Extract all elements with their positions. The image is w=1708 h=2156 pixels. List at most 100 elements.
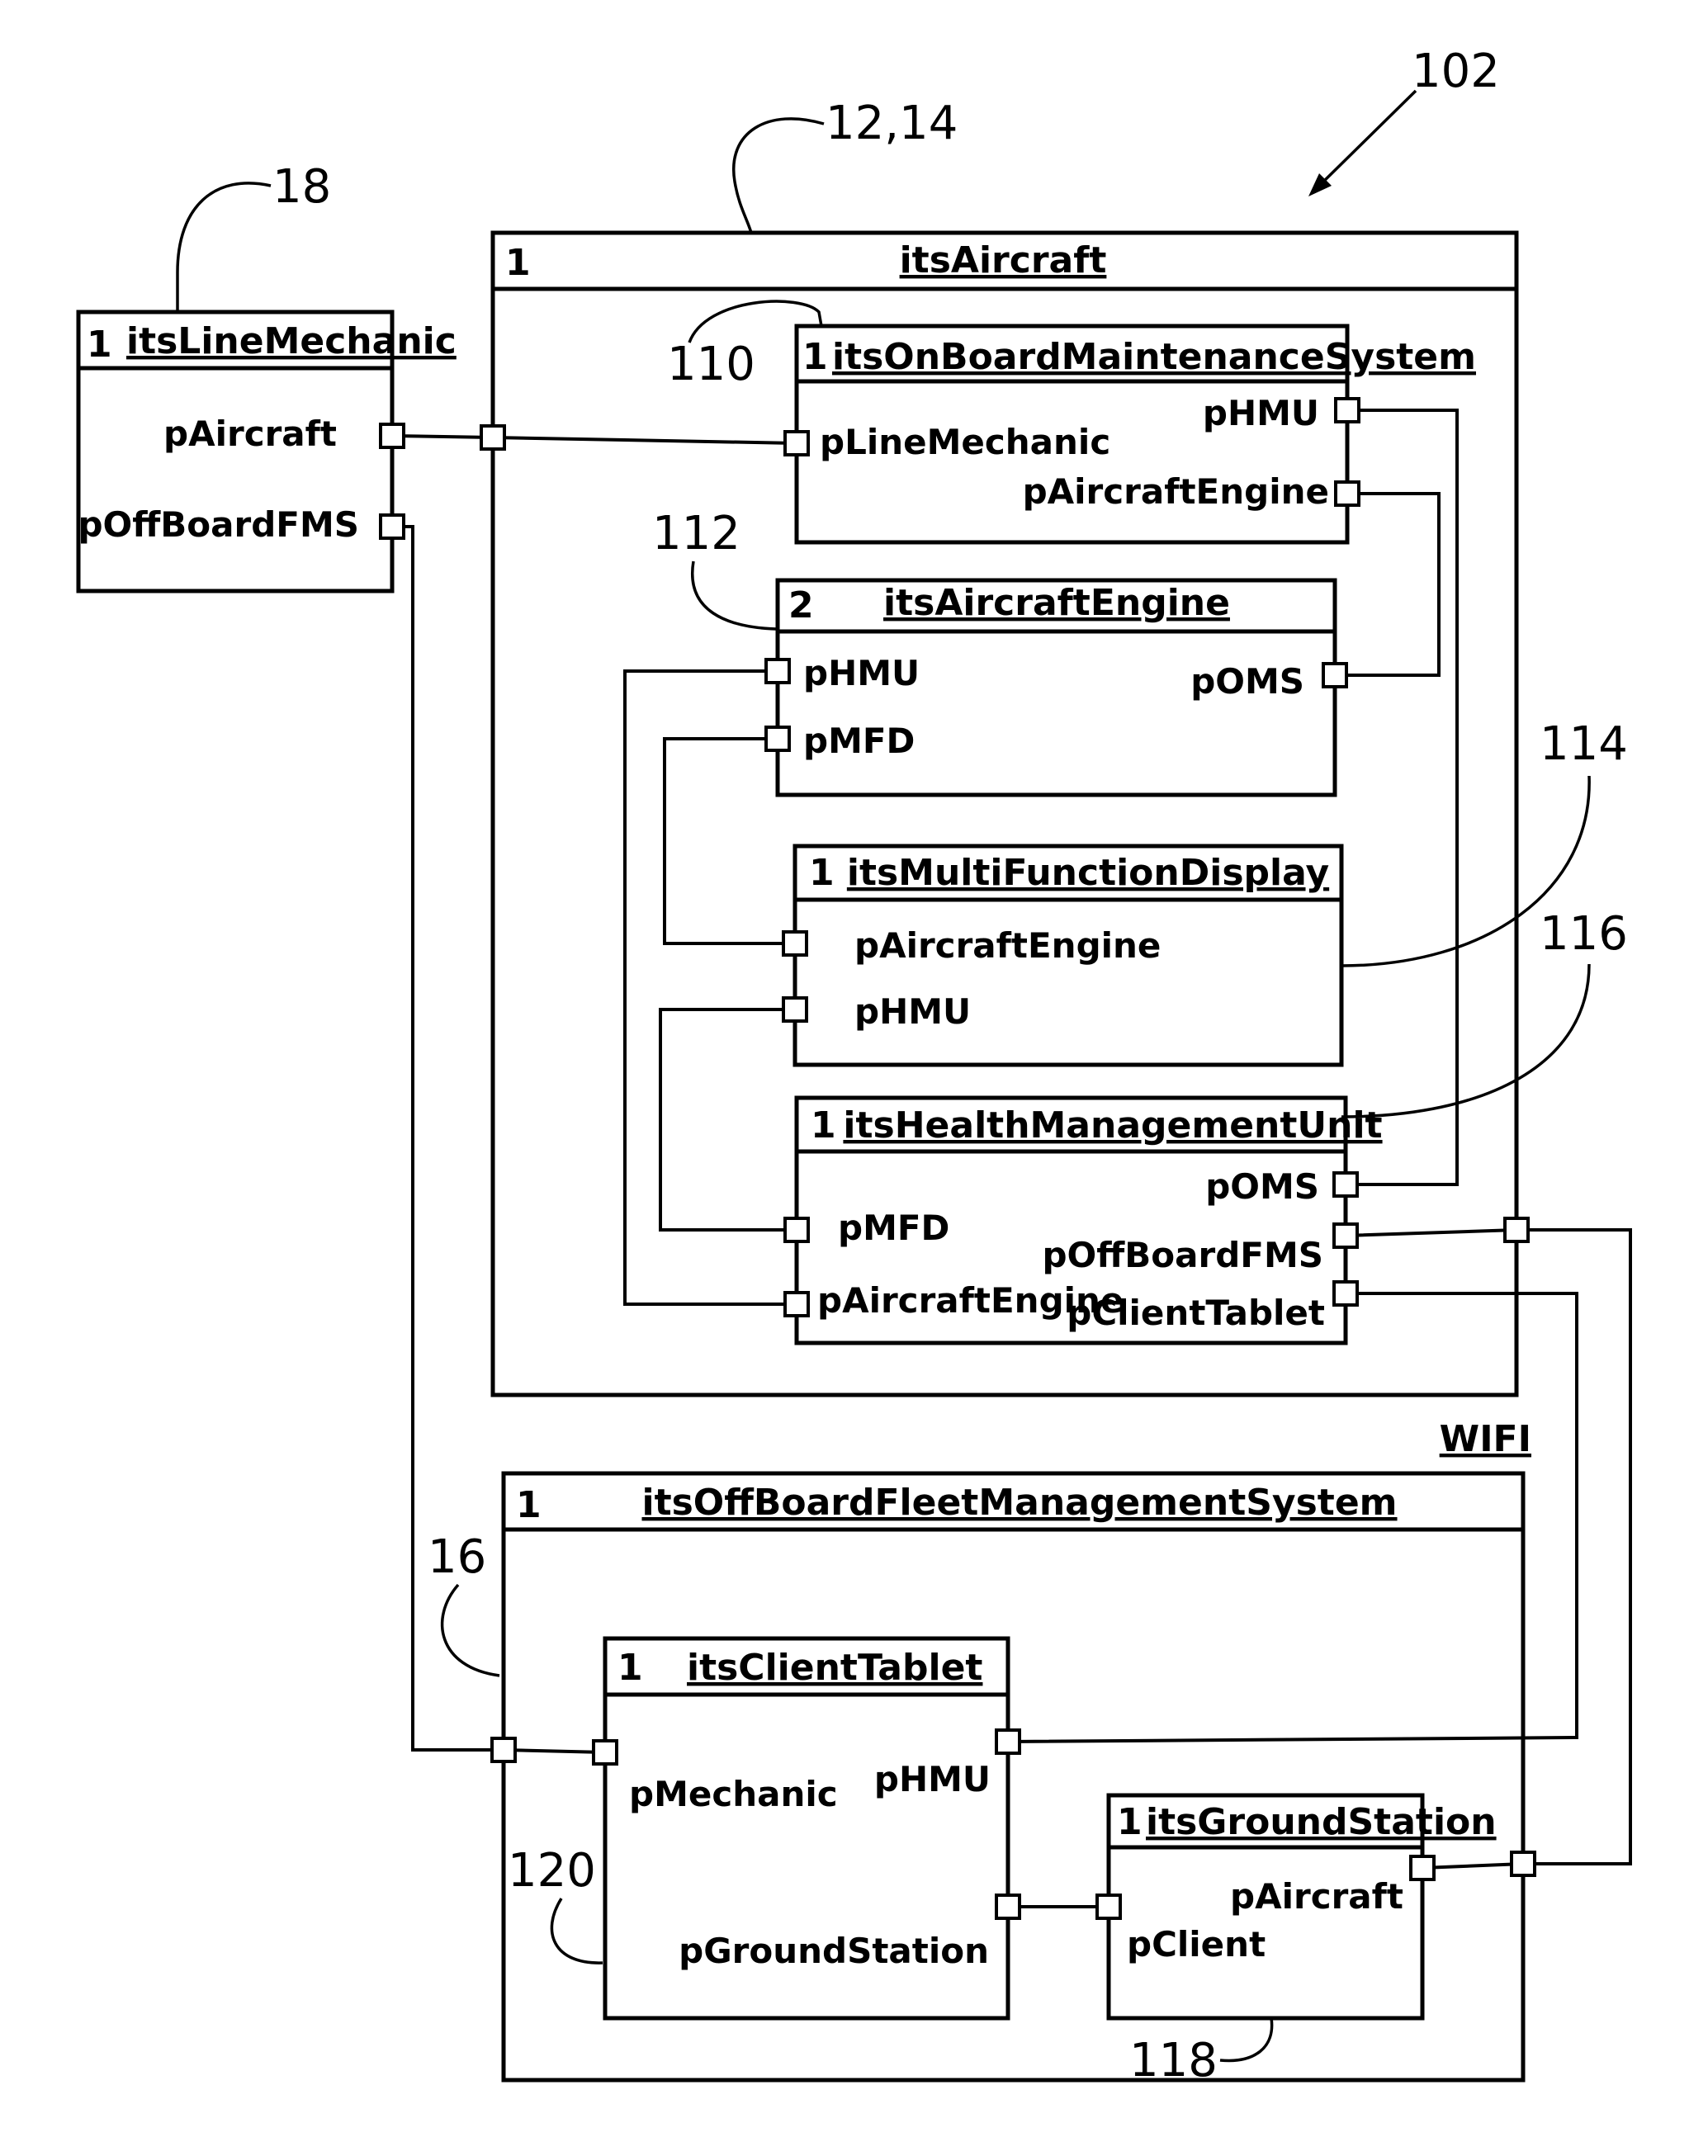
hmu-title: itsHealthManagementUnit	[843, 1104, 1382, 1147]
port-aircraft-boundary-right	[1505, 1218, 1528, 1241]
port-engine-pmfd	[766, 727, 789, 750]
ground-station-multiplicity: 1	[1117, 1801, 1143, 1843]
reference-12-14: 12,14	[734, 97, 958, 233]
block-line-mechanic: 1 itsLineMechanic pAircraft pOffBoardFMS	[78, 312, 456, 591]
port-hmu-pmfd	[785, 1218, 808, 1241]
ref-arrow-102	[1317, 91, 1416, 188]
wire-engine-to-hmu	[625, 671, 797, 1304]
ref-leader-18	[177, 183, 271, 312]
port-offboard-boundary-left	[492, 1738, 515, 1761]
port-hmu-pclienttablet	[1334, 1282, 1357, 1305]
block-engine: 2 itsAircraftEngine pHMU pMFD pOMS	[778, 580, 1335, 795]
ref-label-16: 16	[428, 1530, 486, 1584]
ground-station-port-label-paircraft: pAircraft	[1230, 1876, 1403, 1917]
ref-label-116: 116	[1540, 907, 1628, 961]
wire-mechanic-to-client-tablet	[392, 527, 605, 1752]
reference-116: 116	[1341, 907, 1628, 1117]
port-hmu-poffboard	[1334, 1224, 1357, 1247]
block-mfd: 1 itsMultiFunctionDisplay pAircraftEngin…	[795, 846, 1341, 1065]
reference-120: 120	[508, 1844, 603, 1963]
hmu-multiplicity: 1	[811, 1104, 836, 1147]
hmu-port-label-pmfd: pMFD	[838, 1208, 949, 1248]
port-mfd-phmu	[783, 998, 807, 1021]
engine-port-label-poms: pOMS	[1190, 661, 1304, 702]
reference-18: 18	[177, 160, 331, 312]
port-engine-phmu	[766, 660, 789, 683]
hmu-port-label-pclienttablet: pClientTablet	[1067, 1293, 1325, 1333]
obms-port-label-plinemechanic: pLineMechanic	[820, 422, 1110, 462]
client-tablet-port-label-pgroundstation: pGroundStation	[679, 1931, 989, 1971]
port-obms-phmu	[1336, 399, 1359, 422]
wire-mechanic-to-obms	[392, 436, 797, 443]
port-ground-station-paircraft	[1411, 1856, 1434, 1879]
port-obms-paircraftengine	[1336, 482, 1359, 505]
wire-obms-to-engine	[1335, 494, 1439, 675]
aircraft-title: itsAircraft	[900, 239, 1107, 281]
block-client-tablet: 1 itsClientTablet pMechanic pHMU pGround…	[605, 1638, 1008, 2018]
obms-port-label-paircraftengine: pAircraftEngine	[1023, 471, 1329, 512]
block-aircraft: 1 itsAircraft	[493, 233, 1516, 1395]
ref-leader-112	[693, 561, 776, 629]
wire-hmu-to-ground-station	[1346, 1230, 1630, 1868]
aircraft-frame	[493, 233, 1516, 1395]
ref-label-120: 120	[508, 1844, 596, 1898]
port-ground-station-pclient	[1097, 1895, 1120, 1918]
offboard-fms-multiplicity: 1	[516, 1484, 542, 1526]
line-mechanic-port-label-poffboard: pOffBoardFMS	[78, 504, 359, 545]
engine-multiplicity: 2	[788, 584, 814, 626]
wire-engine-to-mfd	[665, 739, 795, 943]
obms-port-label-phmu: pHMU	[1203, 393, 1319, 433]
port-aircraft-boundary-left	[481, 426, 504, 449]
mfd-port-label-paircraftengine: pAircraftEngine	[854, 925, 1161, 966]
port-line-mechanic-paircraft	[381, 424, 404, 447]
client-tablet-title: itsClientTablet	[687, 1647, 982, 1689]
ground-station-title: itsGroundStation	[1146, 1801, 1497, 1843]
port-client-tablet-phmu	[996, 1730, 1020, 1753]
client-tablet-port-label-phmu: pHMU	[874, 1759, 991, 1799]
line-mechanic-multiplicity: 1	[87, 324, 112, 366]
ref-leader-120	[551, 1898, 603, 1963]
port-line-mechanic-poffboard	[381, 515, 404, 538]
ref-label-12-14: 12,14	[826, 97, 958, 150]
ref-label-102: 102	[1412, 45, 1500, 98]
mfd-multiplicity: 1	[809, 852, 835, 894]
block-obms: 1 itsOnBoardMaintenanceSystem pLineMecha…	[797, 326, 1476, 542]
obms-title: itsOnBoardMaintenanceSystem	[832, 336, 1476, 378]
obms-multiplicity: 1	[802, 336, 828, 378]
line-mechanic-title: itsLineMechanic	[126, 320, 457, 362]
reference-118: 118	[1129, 2018, 1272, 2087]
port-client-tablet-pgroundstation	[996, 1895, 1020, 1918]
engine-title: itsAircraftEngine	[883, 582, 1230, 624]
mfd-title: itsMultiFunctionDisplay	[847, 852, 1329, 894]
hmu-port-label-poms: pOMS	[1205, 1166, 1319, 1207]
block-hmu: 1 itsHealthManagementUnit pOMS pMFD pOff…	[797, 1098, 1383, 1343]
client-tablet-multiplicity: 1	[617, 1647, 643, 1689]
ref-leader-12-14	[734, 119, 824, 233]
engine-port-label-phmu: pHMU	[803, 653, 920, 693]
ports	[381, 399, 1535, 1918]
reference-16: 16	[428, 1530, 499, 1676]
ref-label-112: 112	[652, 507, 740, 560]
port-engine-poms	[1323, 664, 1346, 687]
engine-port-label-pmfd: pMFD	[803, 721, 915, 761]
block-ground-station: 1 itsGroundStation pClient pAircraft	[1109, 1795, 1497, 2018]
ref-leader-16	[442, 1585, 499, 1676]
ref-label-18: 18	[272, 160, 331, 214]
port-client-tablet-pmechanic	[594, 1741, 617, 1764]
client-tablet-port-label-pmechanic: pMechanic	[629, 1774, 838, 1814]
port-offboard-boundary-right	[1512, 1852, 1535, 1875]
offboard-fms-annotation: WIFI	[1440, 1418, 1531, 1460]
ref-label-110: 110	[667, 338, 755, 391]
port-obms-plinemechanic	[785, 432, 808, 455]
ref-leader-116	[1341, 964, 1589, 1117]
connectors	[392, 410, 1630, 1907]
ground-station-port-label-pclient: pClient	[1127, 1924, 1266, 1965]
port-hmu-poms	[1334, 1173, 1357, 1196]
ref-leader-118	[1220, 2018, 1272, 2061]
port-mfd-paircraftengine	[783, 932, 807, 955]
ref-label-114: 114	[1540, 717, 1628, 771]
mfd-port-label-phmu: pHMU	[854, 991, 971, 1032]
line-mechanic-port-label-paircraft: pAircraft	[163, 414, 337, 454]
port-hmu-paircraftengine	[785, 1293, 808, 1316]
